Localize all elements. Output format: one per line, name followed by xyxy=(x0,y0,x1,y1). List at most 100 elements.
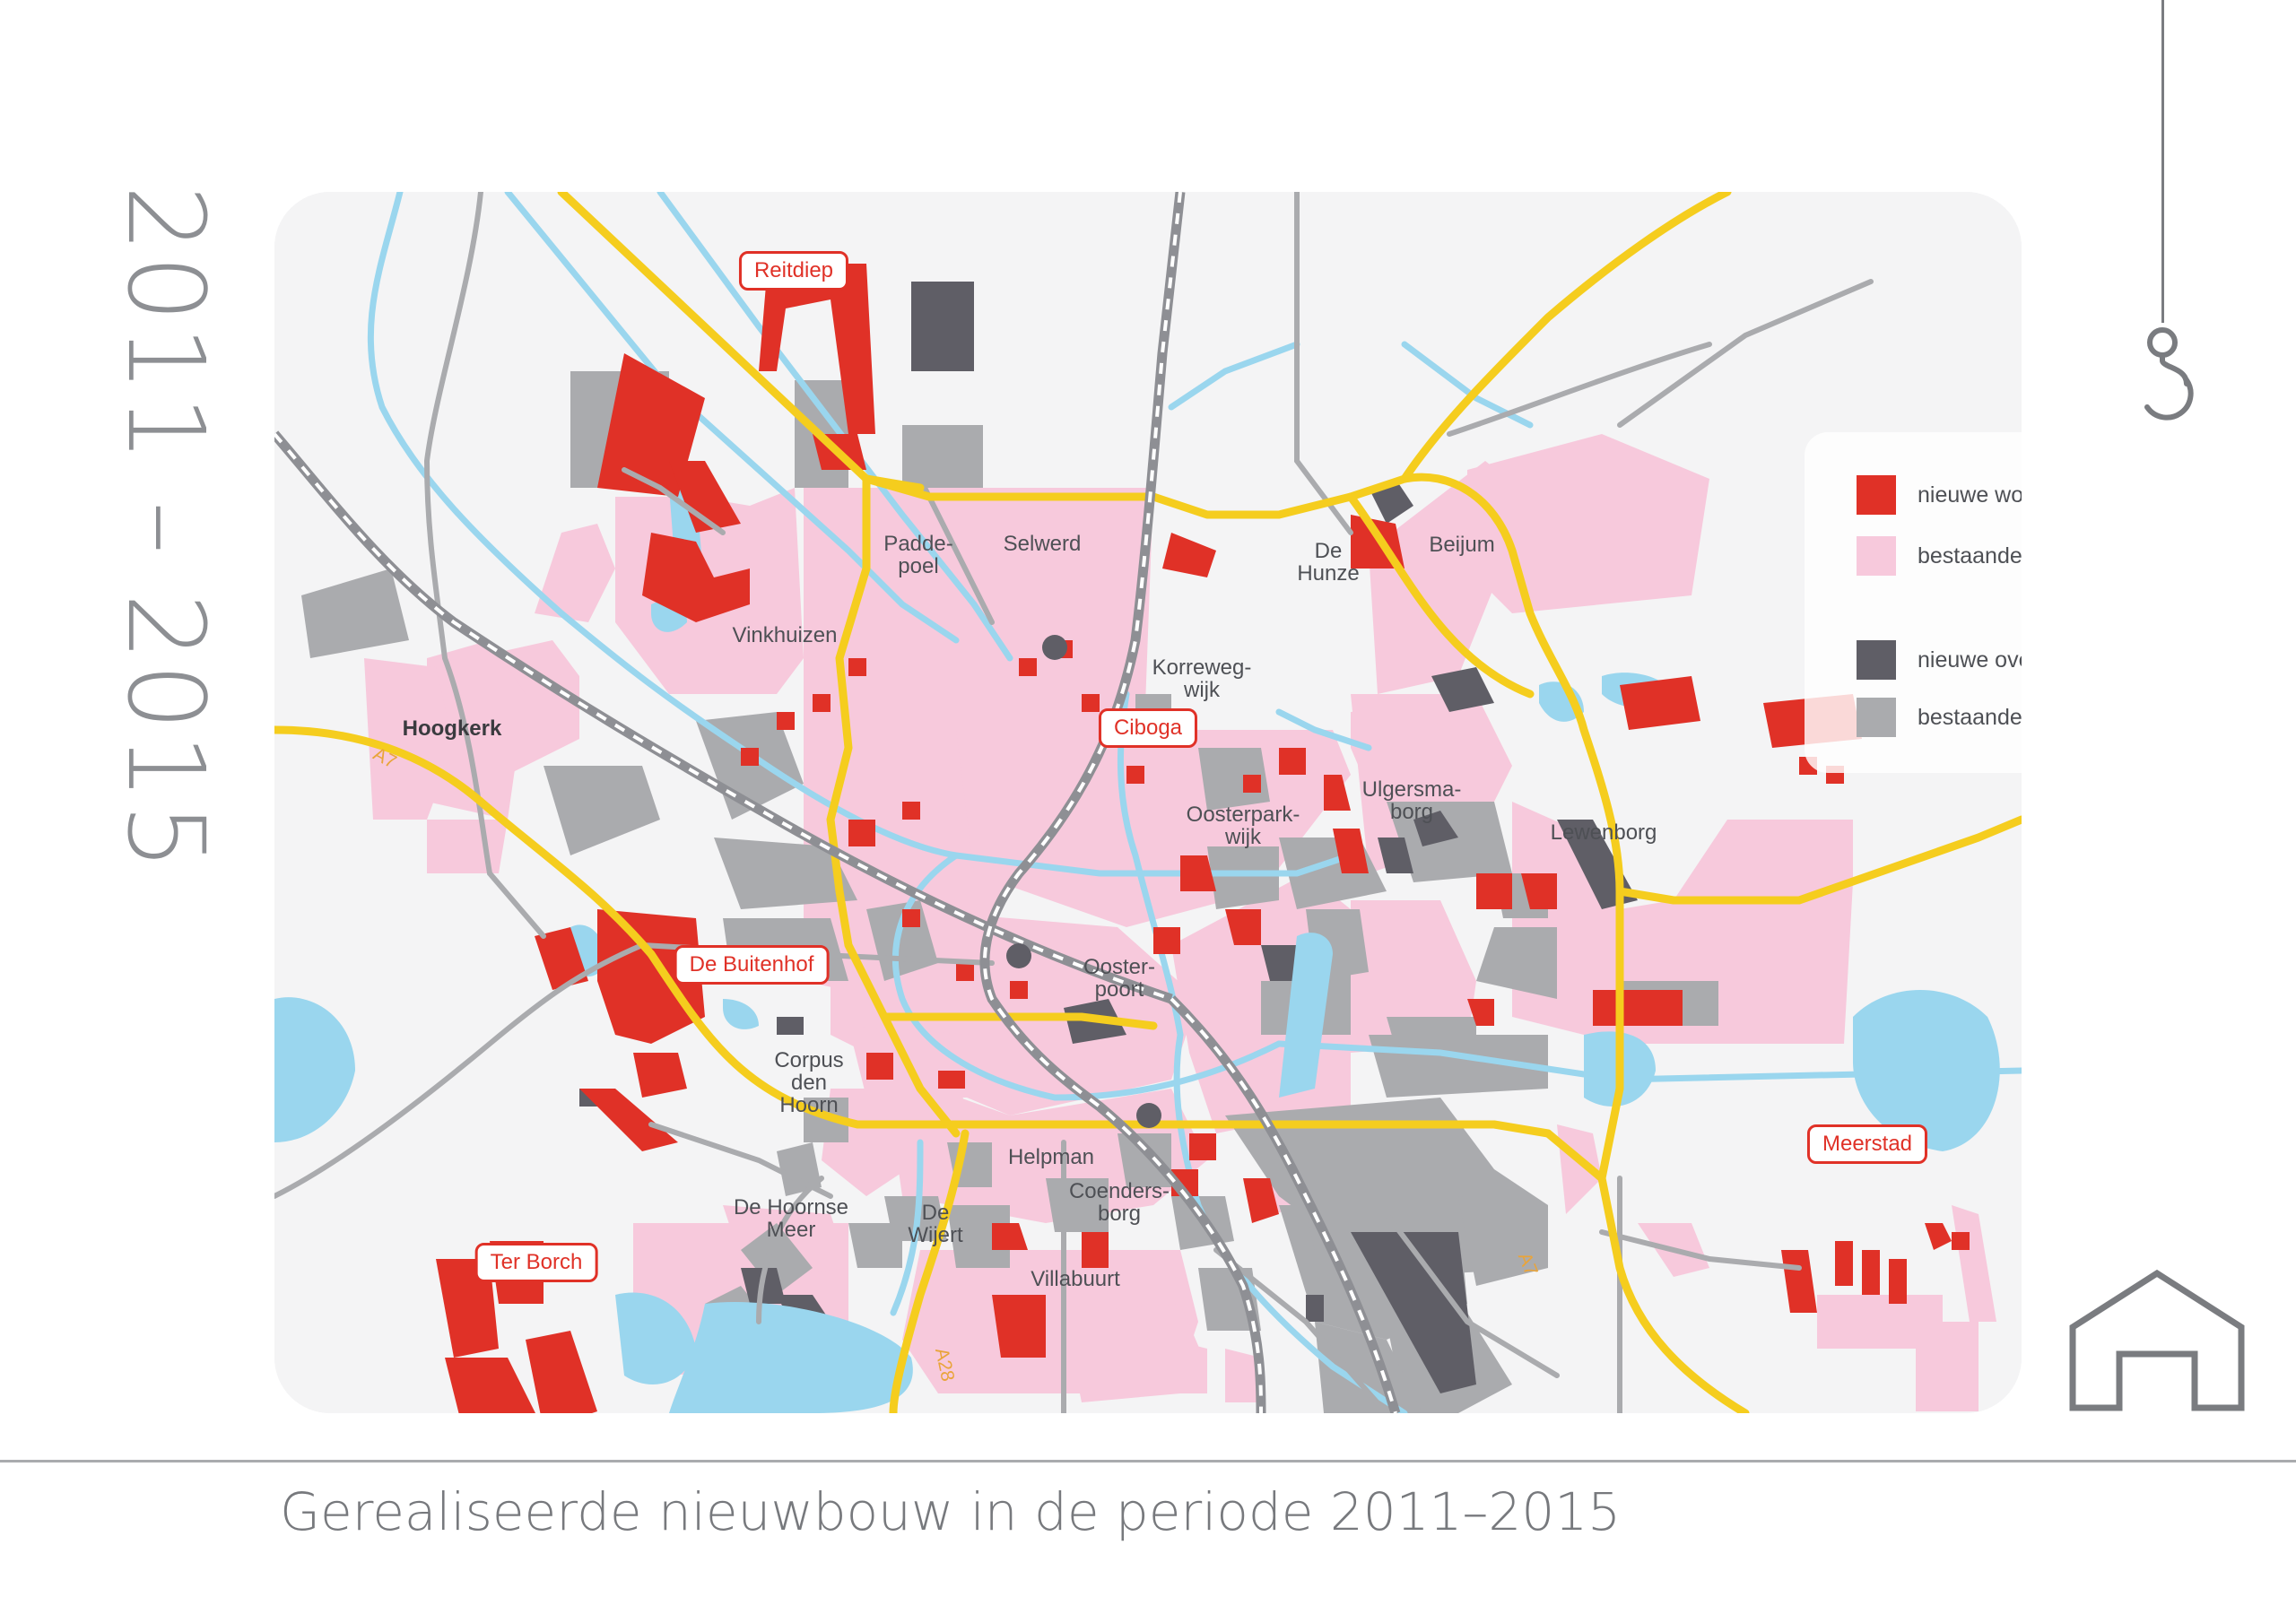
water-west xyxy=(274,997,355,1142)
road-north-center xyxy=(1294,192,1353,535)
legend-label: bestaande overige bebouwing xyxy=(1918,704,2022,730)
red-villabuurt xyxy=(992,1295,1046,1358)
dark-korreweg-east xyxy=(1431,667,1494,712)
red-buitenhof-2 xyxy=(633,1053,687,1098)
legend-item-existing-other: bestaande overige bebouwing xyxy=(1857,698,2022,737)
road-southeast xyxy=(1213,1247,1389,1413)
legend: nieuwe woningbouw bestaande woningbouw n… xyxy=(1805,432,2022,773)
red-center-south-1 xyxy=(866,1053,893,1080)
red-vinkhuizen-bay xyxy=(642,533,750,622)
canal-north-east xyxy=(1401,341,1534,429)
pink-hoogkerk-south xyxy=(427,820,508,873)
red-oosterpoort xyxy=(1243,1178,1279,1223)
district-label-paddepoel: Padde- poel xyxy=(883,532,953,578)
legend-item-existing-housing: bestaande woningbouw xyxy=(1857,536,2022,576)
water-paterswoldsemeer xyxy=(669,1302,913,1413)
legend-swatch-existing-other xyxy=(1857,698,1896,737)
project-label-de-buitenhof: De Buitenhof xyxy=(674,945,830,985)
gray-corpus-ring xyxy=(741,1223,813,1295)
red-center-4 xyxy=(1010,981,1028,999)
dark-center-west xyxy=(777,1017,804,1035)
district-label-hoogkerk: Hoogkerk xyxy=(402,716,502,741)
red-paddepoel-4 xyxy=(1126,766,1144,784)
gray-center-south-2 xyxy=(777,1142,822,1196)
red-oosterpark-1 xyxy=(1225,909,1261,945)
gray-west-1 xyxy=(544,766,660,855)
hook-icon xyxy=(2144,327,2194,421)
road-hoogkerk xyxy=(442,655,546,939)
district-label-beijum: Beijum xyxy=(1429,533,1495,557)
red-center-1 xyxy=(1153,927,1180,954)
canal-reitdiep xyxy=(367,192,960,859)
gray-corpus-east-2 xyxy=(947,1205,1010,1268)
dark-station-east xyxy=(1306,1295,1324,1322)
district-label-lewenborg: Lewenborg xyxy=(1550,820,1657,845)
road-a28 xyxy=(889,1129,970,1413)
pink-hunze-south xyxy=(1351,703,1449,811)
road-northeast xyxy=(1617,279,1874,428)
red-korreweg-2 xyxy=(1324,775,1351,811)
red-vinkhuizen-2 xyxy=(813,694,831,712)
caption: Gerealiseerde nieuwbouw in de periode 20… xyxy=(280,1481,1622,1542)
red-center-west-2 xyxy=(902,802,920,820)
legend-label: nieuwe overige bebouwing xyxy=(1918,647,2022,673)
project-label-ciboga: Ciboga xyxy=(1098,708,1198,748)
canal-north-west xyxy=(504,192,960,644)
red-helpman-2 xyxy=(1082,1232,1109,1268)
road-north-2 xyxy=(918,476,995,625)
road-southeast-2 xyxy=(1384,1211,1560,1378)
road-south-ring xyxy=(647,950,1552,1138)
pink-villabuurt-small-2 xyxy=(992,1349,1046,1393)
map-canvas xyxy=(274,192,2022,1413)
red-hoogkerk xyxy=(535,927,588,990)
house-icon xyxy=(2069,1269,2245,1411)
dark-reitdiep-tower xyxy=(911,282,974,371)
map[interactable]: nieuwe woningbouw bestaande woningbouw n… xyxy=(274,192,2022,1413)
station-europapark-icon xyxy=(1136,1103,1161,1128)
red-north-center xyxy=(1162,533,1216,577)
district-label-coendersborg: Coenders- borg xyxy=(1068,1179,1170,1226)
red-vinkhuizen-1 xyxy=(777,712,795,730)
water-eemskanaal-bay xyxy=(1279,933,1333,1098)
road-hunze xyxy=(1346,492,1535,699)
gray-helpman-east-2 xyxy=(1118,1133,1171,1187)
red-ulgersma-2 xyxy=(1467,999,1494,1026)
dark-oosterpark xyxy=(1261,945,1297,981)
red-ter-borch-3 xyxy=(445,1358,535,1413)
gray-ulgersma xyxy=(1476,927,1557,999)
canal-van-starkenborgh xyxy=(1168,341,1300,411)
district-label-corpus-den-hoorn: Corpus den Hoorn xyxy=(774,1048,844,1117)
period-title: 2011 – 2015 xyxy=(104,185,228,873)
pink-villabuurt-small-3 xyxy=(1225,1349,1261,1402)
road-east-yellow xyxy=(1615,815,2022,905)
project-label-meerstad: Meerstad xyxy=(1806,1124,1928,1164)
road-north-3 xyxy=(622,467,726,535)
road-west xyxy=(274,942,645,1199)
gray-north-center-2 xyxy=(1207,846,1279,909)
red-meerstad-5 xyxy=(1952,1232,1970,1250)
legend-swatch-new-housing xyxy=(1857,475,1896,515)
road-corpus xyxy=(756,1176,824,1324)
road-northeast-yellow xyxy=(1400,192,1732,483)
red-center-west-1 xyxy=(848,820,875,846)
red-lewenborg-north xyxy=(1620,676,1700,730)
project-label-ter-borch: Ter Borch xyxy=(474,1243,598,1282)
road-meerstad xyxy=(1599,1229,1802,1271)
red-ulgersma xyxy=(1476,873,1512,909)
main-roads xyxy=(274,192,2022,1413)
road-center-link xyxy=(880,1012,1158,1030)
red-ciboga xyxy=(1180,855,1216,891)
red-center-3 xyxy=(956,963,974,981)
red-meerstad-3 xyxy=(1889,1259,1907,1304)
red-lewenborg-west xyxy=(1521,873,1557,909)
red-korreweg-3 xyxy=(1243,775,1261,793)
pink-hoogkerk-west xyxy=(364,658,454,820)
gray-hoogkerk-west xyxy=(301,568,409,658)
pink-ulgersmaborg xyxy=(1351,900,1476,1053)
red-korreweg-1 xyxy=(1279,748,1306,775)
red-center-2 xyxy=(902,909,920,927)
dark-ulgersma-north xyxy=(1378,838,1413,873)
water-buitenhof-pond xyxy=(723,999,759,1029)
station-central-icon xyxy=(1006,943,1031,968)
red-helpman-1 xyxy=(992,1223,1028,1250)
